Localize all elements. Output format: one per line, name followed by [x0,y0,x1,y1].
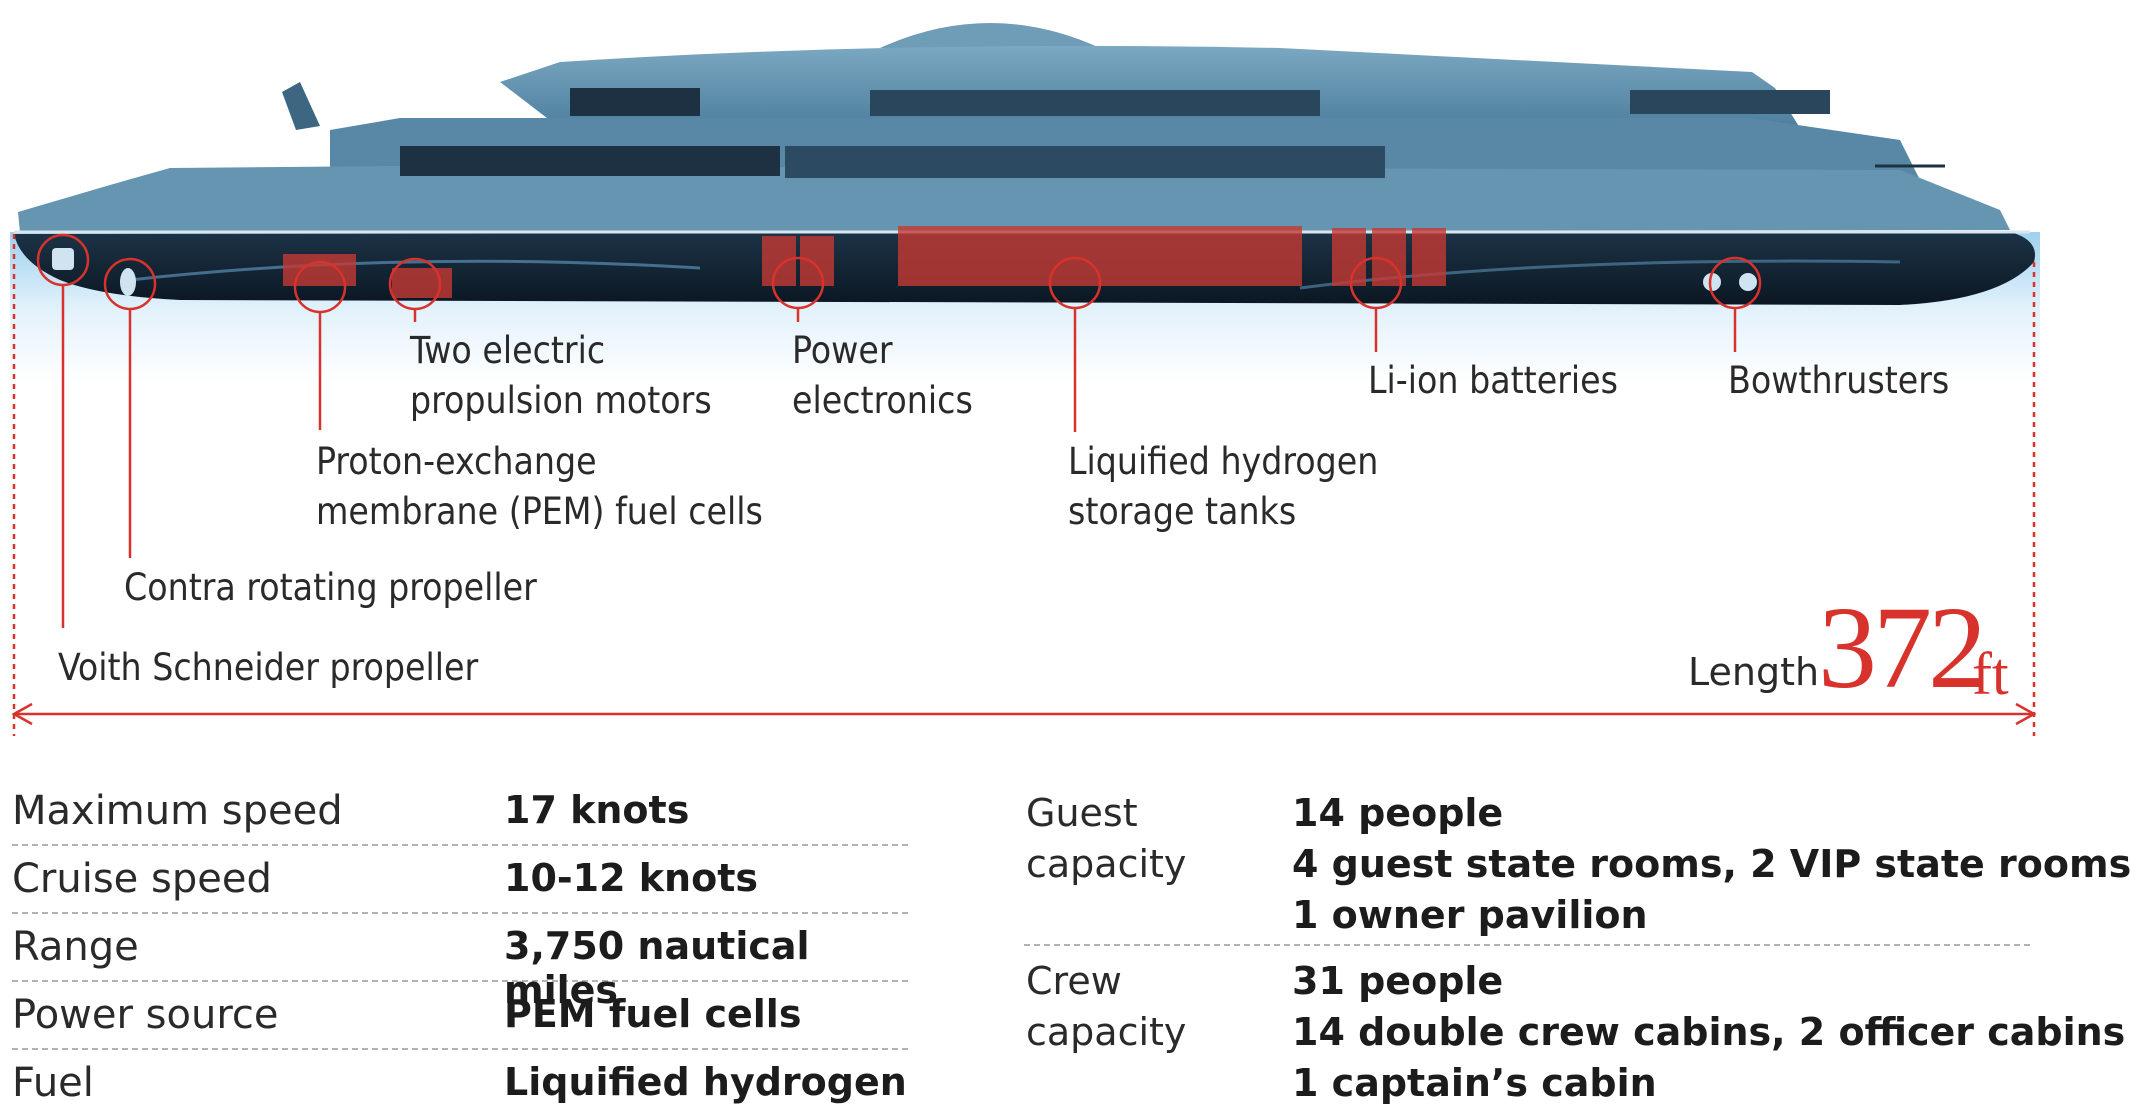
crew-capacity-label: Crew capacity [1026,959,1187,1054]
windows-top-3 [1630,90,1830,114]
battery-box-3 [1412,228,1446,286]
callout-pem-fuel-cells: Proton-exchange membrane (PEM) fuel cell… [316,440,763,533]
spec-label: Cruise speed [12,856,272,902]
yacht-illustration [10,23,2040,736]
length-label: Length [1688,650,1820,694]
callout-power-electronics: Power electronics [792,329,973,422]
callout-motors: Two electric propulsion motors [410,329,712,422]
crew-capacity-values: 31 people 14 double crew cabins, 2 offic… [1292,959,2126,1105]
callout-contra-propeller: Contra rotating propeller [124,566,537,609]
motors-box [392,268,452,298]
spec-label: Maximum speed [12,788,343,834]
spec-value: Liquified hydrogen [504,1060,907,1104]
mast-flag [282,82,320,130]
callout-bowthrusters: Bowthrusters [1728,359,1950,402]
spec-label: Range [12,924,139,970]
spec-value: PEM fuel cells [504,992,802,1036]
spec-value: 17 knots [504,788,690,832]
spec-row: Power source PEM fuel cells [12,982,908,1050]
contra-propeller-icon [120,268,136,296]
windows-mid-2 [785,146,1385,178]
callout-voith-propeller: Voith Schneider propeller [58,646,479,689]
crew-capacity-block: Crew capacity 31 people 14 double crew c… [1024,954,2125,1114]
windows-top-2 [870,90,1320,116]
callout-hydrogen-tanks: Liquified hydrogen storage tanks [1068,440,1379,533]
callout-li-ion-batteries: Li-ion batteries [1368,359,1618,402]
spec-label: Power source [12,992,279,1038]
spec-row: Fuel Liquified hydrogen [12,1050,908,1118]
voith-propeller-icon [52,248,74,270]
windows-top [570,88,700,116]
spec-value: 10-12 knots [504,856,758,900]
top-deck [500,45,1800,128]
battery-box-1 [1332,228,1366,286]
spec-row: Range 3,750 nautical miles [12,914,908,1012]
power-electronics-box-1 [762,236,796,286]
length-value: 372 [1818,582,1987,713]
power-electronics-box-2 [800,236,834,286]
windows-mid [400,146,780,176]
spec-table: Maximum speed 17 knots Cruise speed 10-1… [12,778,908,1118]
guest-capacity-values: 14 people 4 guest state rooms, 2 VIP sta… [1292,791,2131,937]
radar-dome [880,23,1100,48]
length-unit: ft [1972,641,2009,707]
spec-value: 3,750 nautical miles [504,924,810,1012]
spec-label: Fuel [12,1060,94,1106]
bowthruster-icon-2 [1739,273,1757,291]
bowthruster-icon-1 [1703,273,1721,291]
guest-capacity-label: Guest capacity [1026,791,1187,886]
spec-row: Cruise speed 10-12 knots [12,846,908,914]
lower-deck [18,166,2010,232]
spec-row: Maximum speed 17 knots [12,778,908,846]
guest-capacity-block: Guest capacity 14 people 4 guest state r… [1024,786,2131,946]
